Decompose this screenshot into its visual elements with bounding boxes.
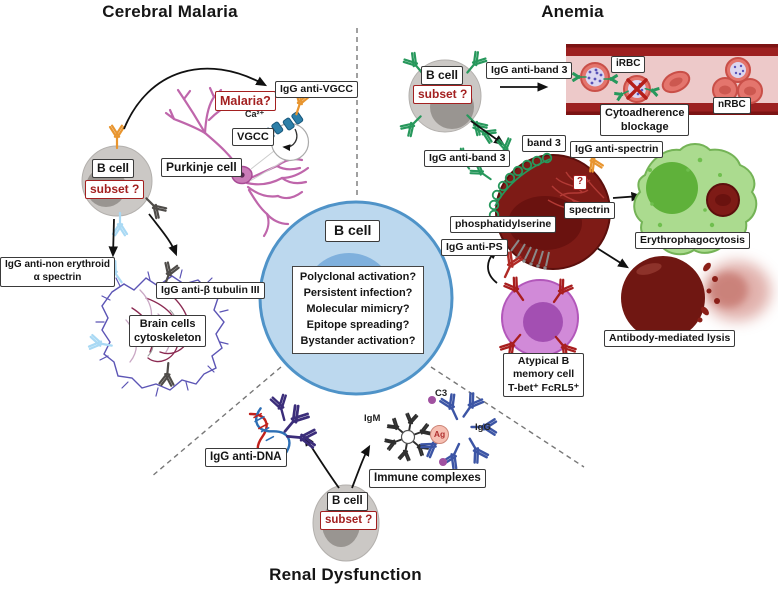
label-line: Atypical B: [517, 355, 570, 367]
blocked-irbc-icon: [613, 75, 661, 103]
hypothesis-item: Epitope spreading?: [306, 318, 410, 331]
label-line: Cytoadherence: [605, 107, 685, 119]
lysed-rbc-illustration: [621, 256, 771, 340]
label-line: cytoskeleton: [134, 332, 202, 345]
section-title-renal-dysfunction: Renal Dysfunction: [269, 565, 422, 584]
antigen-label: Ag: [430, 425, 449, 444]
label-spectrin: spectrin: [564, 202, 615, 220]
label-cytoadherence-blockage: Cytoadherence blockage: [600, 104, 690, 137]
label-erythrophagocytosis: Erythrophagocytosis: [635, 232, 751, 250]
antibody-icon: [108, 124, 126, 150]
antibody-icon: [461, 433, 490, 466]
antibody-icon: [158, 361, 177, 387]
label-purkinje-cell: Purkinje cell: [161, 158, 242, 178]
unknown-question-label: ?: [573, 175, 588, 190]
antibody-icon: [269, 393, 293, 424]
arrows-cerebral: [108, 67, 268, 258]
section-title-anemia: Anemia: [541, 2, 604, 21]
label-line: memory cell: [512, 368, 575, 381]
macrophage-illustration: [633, 143, 758, 256]
igg-label: IgG: [475, 422, 491, 433]
b-cell-label: B cell: [421, 66, 464, 86]
antibody-icon: [285, 426, 318, 449]
label-igg-anti-beta-tubulin: IgG anti-β tubulin III: [156, 282, 265, 300]
label-igg-anti-vgcc: IgG anti-VGCC: [275, 81, 358, 99]
label-atypical-b-memory-cell: Atypical B memory cell T-bet⁺ FcRL5⁺: [503, 353, 585, 398]
label-brain-cells-cytoskeleton: Brain cells cytoskeleton: [129, 315, 207, 348]
label-irbc: iRBC: [611, 56, 646, 73]
irbc-icon: [571, 62, 619, 92]
igm-label: IgM: [364, 413, 381, 424]
label-igg-anti-spectrin: IgG anti-spectrin: [570, 141, 664, 159]
atypical-b-memory-cell: [498, 275, 579, 361]
central-b-cell-label: B cell: [325, 220, 381, 242]
label-line: T-bet⁺ FcRL5⁺: [508, 381, 580, 394]
label-vgcc: VGCC: [232, 128, 274, 147]
section-divider-lines: [150, 28, 585, 478]
antibody-icon: [456, 390, 486, 423]
hypothesis-item: Persistent infection?: [303, 286, 413, 299]
label-phosphatidylserine: phosphatidylserine: [450, 216, 557, 234]
calcium-ion-label: Ca²⁺: [245, 109, 265, 119]
antibody-icon: [397, 440, 414, 462]
label-antibody-mediated-lysis: Antibody-mediated lysis: [604, 330, 736, 348]
label-line: Brain cells: [139, 318, 196, 330]
label-igg-anti-band3: IgG anti-band 3: [424, 150, 511, 168]
phosphatidylserine-spikes-icon: [508, 239, 550, 270]
label-igg-anti-non-erythroid-spectrin: IgG anti-non erythroid α spectrin: [0, 257, 115, 287]
hypothesis-item: Bystander activation?: [300, 334, 416, 347]
label-line: α spectrin: [33, 271, 82, 283]
label-nrbc: nRBC: [713, 97, 751, 114]
b-cell-subset-label: subset ?: [320, 511, 378, 530]
b-cell-label: B cell: [92, 159, 135, 179]
calcium-channel-icon: [282, 111, 304, 131]
b-cell-hypotheses-box: Polyclonal activation? Persistent infect…: [292, 266, 424, 354]
label-line: blockage: [620, 121, 669, 134]
immune-complexes-illustration: [383, 390, 498, 471]
section-title-cerebral-malaria: Cerebral Malaria: [102, 2, 238, 21]
b-cell-subset-label: subset ?: [85, 180, 145, 200]
label-igg-anti-dna: IgG anti-DNA: [205, 448, 287, 467]
label-igg-anti-ps: IgG anti-PS: [441, 239, 508, 257]
malaria-question-label: Malaria?: [215, 91, 276, 111]
label-immune-complexes: Immune complexes: [369, 469, 486, 488]
label-igg-anti-band3-top: IgG anti-band 3: [486, 62, 573, 80]
hypothesis-item: Molecular mimicry?: [306, 302, 410, 315]
antibody-icon: [402, 412, 419, 434]
c3-dot-icon: [439, 458, 447, 466]
band3-coil-icon: [488, 152, 553, 221]
label-band3: band 3: [522, 135, 566, 153]
b-cell-label: B cell: [327, 492, 368, 511]
b-cell-subset-label: subset ?: [413, 85, 473, 105]
hypothesis-item: Polyclonal activation?: [299, 271, 417, 283]
label-line: IgG anti-non erythroid: [5, 259, 110, 270]
c3-label: C3: [435, 388, 448, 399]
c3-dot-icon: [428, 396, 436, 404]
rbc-icon: [661, 70, 691, 94]
